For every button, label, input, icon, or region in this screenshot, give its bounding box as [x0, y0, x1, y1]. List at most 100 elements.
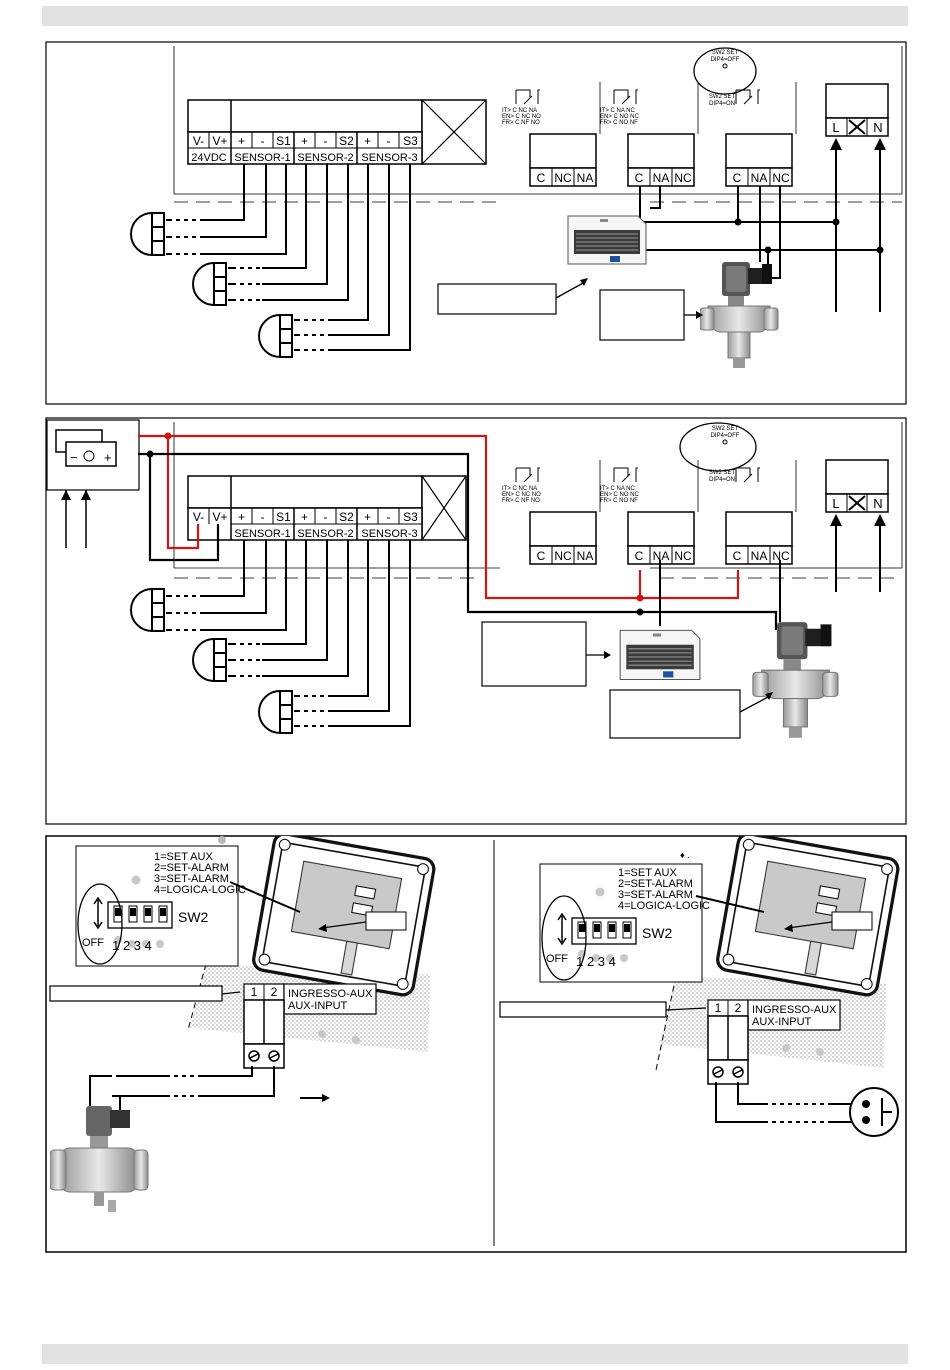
enclosure-icon	[250, 836, 438, 998]
aux-pin-label: 1	[715, 1001, 722, 1015]
terminal-label-4: S1	[276, 510, 291, 524]
solenoid-valve-icon	[752, 621, 839, 739]
relay-legend-line: IT> C NA NC	[600, 108, 636, 114]
dip-off-label: OFF	[82, 937, 104, 949]
relay-contact-nc: NC	[772, 549, 790, 563]
gas-detector-icon	[258, 690, 293, 734]
terminal-label-0: V-	[193, 134, 204, 148]
relay-contact-nc: NC	[772, 171, 790, 185]
relay-legend-line: FR> C NF NO	[502, 498, 540, 504]
relay-legend-line: IT> C NA NC	[600, 486, 636, 492]
panel-2-frame	[45, 417, 907, 825]
terminal-label-1: V+	[212, 134, 227, 148]
terminal-label-1: V+	[212, 510, 227, 524]
terminal-label-8: +	[364, 510, 371, 524]
gas-detector-icon	[130, 588, 165, 632]
aux-right: ♦ . 1=SET AUX2=SET-ALARM3=SET-ALARM4=LOG…	[499, 836, 902, 1137]
svg-text:♦ .: ♦ .	[680, 850, 690, 860]
terminal-label-10: S3	[403, 134, 418, 148]
sw2-highlight-2	[679, 422, 757, 472]
relay-contact-c: C	[537, 549, 546, 563]
sw2-off-label: DIP4=OFF	[711, 433, 740, 439]
relay-contact-na: NA	[751, 549, 768, 563]
solenoid-valve-icon	[700, 261, 779, 369]
header-band	[42, 6, 908, 26]
terminal-label-5: +	[301, 510, 308, 524]
mains-block-1: L N	[825, 83, 889, 312]
terminal-label-6: -	[324, 510, 328, 524]
relay-legend-line: EN> C NC NO	[502, 114, 541, 120]
relay-legend-line: EN> C NO NC	[600, 492, 640, 498]
terminal-label-10: S3	[403, 510, 418, 524]
aux-input-label: INGRESSO-AUX	[288, 988, 373, 1000]
aux-input-label: INGRESSO-AUX	[752, 1004, 837, 1016]
dip-off-label: OFF	[546, 953, 568, 965]
terminal-label-8: +	[364, 134, 371, 148]
sensor-label-2: SENSOR-2	[297, 152, 353, 164]
panel-1-frame	[45, 41, 907, 405]
gas-detector-icon	[192, 262, 227, 306]
sensor-label-3: SENSOR-3	[361, 152, 417, 164]
aux-pin-label: 2	[735, 1001, 742, 1015]
relay-legend-line: FR> C NO NF	[600, 498, 638, 504]
relay-legend-line: IT> C NC NA	[502, 486, 537, 492]
terminal-label-0: V-	[193, 510, 204, 524]
sw2-on-label: SW2 SET	[709, 94, 736, 100]
relay-contact-na: NA	[577, 171, 594, 185]
mains-terminal-n: N	[873, 120, 882, 135]
aux-pin-label: 1	[251, 985, 258, 999]
gas-detector-icon	[192, 638, 227, 682]
sw2-highlight-1	[693, 47, 757, 95]
sw2-label: SW2	[642, 925, 673, 941]
relay-contact-na: NA	[577, 549, 594, 563]
relay-contact-nc: NC	[674, 171, 692, 185]
callout-box-2	[599, 289, 685, 341]
svg-text:−: −	[70, 450, 78, 465]
relay-module-icon	[619, 629, 701, 681]
panel-3-frame	[45, 835, 907, 1253]
terminal-label-9: -	[387, 134, 391, 148]
relay-contact-c: C	[635, 171, 644, 185]
relay-legend-line: FR> C NO NF	[600, 120, 638, 126]
sensor-label-2: SENSOR-2	[297, 528, 353, 540]
terminal-label-5: +	[301, 134, 308, 148]
relay-legend-line: FR> C NF NO	[502, 120, 540, 126]
callout-box-1	[437, 283, 557, 315]
sw2-off-label: SW2 SET	[712, 426, 739, 432]
svg-text:+: +	[104, 450, 112, 465]
relay-contact-c: C	[635, 549, 644, 563]
sw2-on-label: DIP4=ON	[709, 101, 735, 107]
terminal-label-2: +	[238, 134, 245, 148]
terminal-label-4: S1	[276, 134, 291, 148]
relay-legend-line: EN> C NC NO	[502, 492, 541, 498]
power-nodes	[146, 432, 644, 616]
load-wires-panel-1	[639, 186, 880, 279]
terminal-label-7: S2	[339, 510, 354, 524]
terminal-label-2: +	[238, 510, 245, 524]
sw2-on-label: DIP4=ON	[709, 477, 735, 483]
terminal-label-7: S2	[339, 134, 354, 148]
terminal-label-3: -	[261, 134, 265, 148]
power-wires-panel-2	[138, 434, 778, 630]
mains-terminal-l: L	[832, 496, 839, 511]
footer-band	[42, 1344, 908, 1364]
relay-contact-na: NA	[653, 171, 670, 185]
power-label: 24VDC	[191, 152, 227, 164]
aux-pin-label: 2	[271, 985, 278, 999]
relay-contact-nc: NC	[674, 549, 692, 563]
aux-input-label: AUX-INPUT	[288, 1000, 348, 1012]
dip-legend-line: 4=LOGICA-LOGIC	[618, 900, 710, 912]
relay-contact-c: C	[733, 171, 742, 185]
relay-contact-c: C	[733, 549, 742, 563]
relay-contact-c: C	[537, 171, 546, 185]
sensor-label-3: SENSOR-3	[361, 528, 417, 540]
sw2-off-label: SW2 SET	[712, 50, 739, 56]
dip-legend-line: 3=SET-ALARM	[154, 873, 229, 885]
mains-block-2: L N	[825, 459, 889, 592]
terminal-label-6: -	[324, 134, 328, 148]
sw2-label: SW2	[178, 909, 209, 925]
pushbutton-icon	[849, 1087, 899, 1137]
battery-icon: − +	[46, 419, 140, 548]
